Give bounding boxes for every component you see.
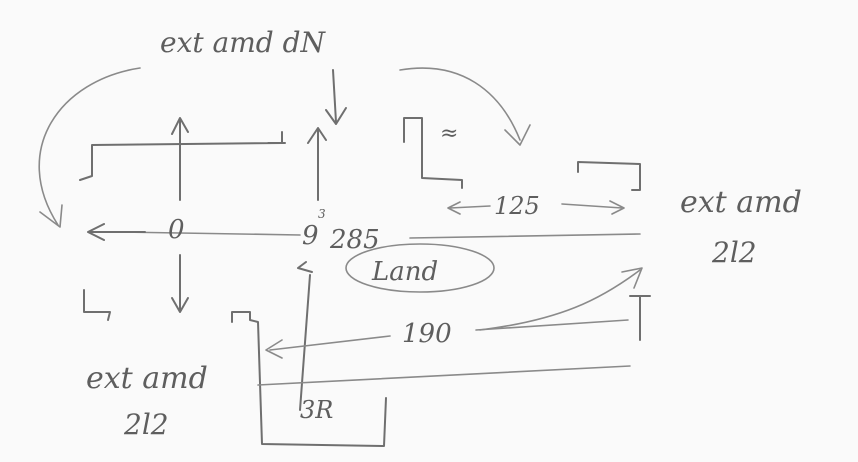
bottom-left-line1: ext amd [86, 361, 208, 396]
right-tall-bracket [629, 295, 651, 341]
mark-3R: 3R [300, 396, 333, 424]
step-shape [403, 117, 463, 189]
top-bracket [79, 131, 286, 181]
center-node: 9 [302, 221, 319, 251]
center-vertical-up [307, 127, 327, 201]
center-vertical-down [297, 261, 313, 411]
land-oval [345, 243, 495, 293]
left-vertical-down [171, 254, 189, 313]
top-label: ext amd dN [160, 26, 327, 59]
sub-3: 3 [318, 207, 326, 221]
left-node: 0 [168, 215, 185, 245]
right-label-line2: 2l2 [711, 236, 757, 269]
dist-125: 125 [494, 192, 540, 220]
right-label-line1: ext amd [680, 185, 802, 220]
curve-arrow-right [399, 67, 531, 146]
bottom-left-line2: 2l2 [123, 408, 169, 441]
land-label: Land [371, 257, 438, 287]
dim-125-line [447, 200, 625, 215]
left-arrow [87, 223, 146, 241]
curve-arrow-left [38, 67, 141, 228]
step-sub-label: ≈ [440, 121, 458, 146]
left-vertical-up [171, 117, 189, 201]
right-bracket [577, 161, 641, 191]
dist-190: 190 [402, 319, 452, 349]
dim-190-line [265, 319, 629, 359]
down-arrow-top [325, 69, 347, 125]
lower-horizontal-line [257, 365, 631, 386]
bottom-left-bracket [83, 289, 111, 321]
curve-arrow-lower [479, 267, 643, 331]
lower-bracket [231, 311, 387, 447]
horizontal-main-line [119, 231, 641, 239]
